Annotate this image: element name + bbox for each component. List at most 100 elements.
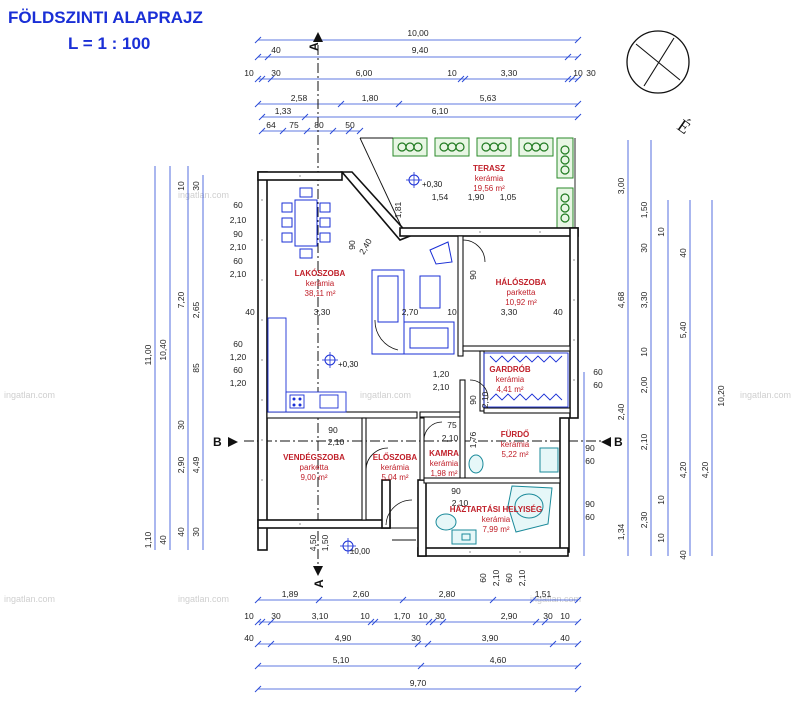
dim-label: 75 [447,420,457,430]
terrace-outline [359,137,576,230]
dining-table-icon [281,187,331,259]
dim-label: 40 [560,633,570,643]
dim-label: 10 [560,611,570,621]
elevation-marker [322,352,338,368]
dim-label: 10,40 [158,339,168,361]
dim-label: 30 [271,611,281,621]
room-labels: TERASZ kerámia 19,56 m² LAKÓSZOBA kerámi… [283,164,546,534]
dim-label: 6,10 [432,106,449,116]
dim-label: 1,50 [639,201,649,218]
dim-label: 1,51 [535,589,552,599]
cooktop-icon [292,397,302,407]
dim-label: 1,10 [143,531,153,548]
room-floor: kerámia [482,515,511,524]
dim-label: 2,10 [639,433,649,450]
room-floor: parketta [507,288,536,297]
terrace-planters [392,137,574,229]
dim-label: 80 [314,120,324,130]
dim-label: 6,00 [356,68,373,78]
room-name: LAKÓSZOBA [295,269,346,278]
dim-label: 40 [271,45,281,55]
dim-label: 10,00 [407,28,429,38]
dim-label: 60 [585,512,595,522]
dim-label: 60 [504,573,514,583]
room-area: 19,56 m² [473,184,505,193]
dim-label: 1,81 [393,201,403,218]
dim-label: 1,33 [275,106,292,116]
dim-label: 1,34 [616,523,626,540]
dim-label: 64 [266,120,276,130]
room-area: 5,04 m² [381,473,408,482]
dim-label: 1,20 [230,378,247,388]
dim-label: 4,90 [335,633,352,643]
drawing-scale: L = 1 : 100 [68,34,150,53]
watermark: ingatlan.com [360,390,411,400]
dim-label: 2,10 [328,437,345,447]
dim-label: 7,20 [176,291,186,308]
room-area: 1,98 m² [430,469,457,478]
watermark: ingatlan.com [740,390,791,400]
dim-label: 60 [585,456,595,466]
dim-label: 4,60 [490,655,507,665]
dim-label: 10 [244,68,254,78]
elevation-marker [406,172,422,188]
dim-label: 3,90 [482,633,499,643]
dim-label: 4,20 [678,461,688,478]
room-floor: kerámia [496,375,525,384]
dim-label: 40 [244,633,254,643]
dim-label: 11,00 [143,344,153,365]
dim-label: 30 [176,420,186,430]
dim-label: 10 [656,495,666,505]
dim-label: 2,30 [639,511,649,528]
dim-label: 2,10 [442,433,459,443]
dim-label: 1,54 [432,192,449,202]
dim-label: 90 [585,443,595,453]
dim-label: 2,10 [491,569,501,586]
dim-label: 90 [233,229,243,239]
room-name: TERASZ [473,164,505,173]
dim-label: 90 [468,395,478,405]
dim-label: 2,90 [501,611,518,621]
dim-label: 1,76 [468,431,478,448]
north-mark: É [674,114,695,138]
dim-label: 90 [468,270,478,280]
wall-hatch [261,175,575,553]
dim-label: 90 [328,425,338,435]
elevation-marker [340,538,356,554]
dim-label: 2,00 [639,376,649,393]
dim-label: 40 [553,307,563,317]
dim-label: 2,10 [230,215,247,225]
dim-label: 10 [656,227,666,237]
dim-label: 4,20 [700,461,710,478]
dim-label: 60 [233,256,243,266]
room-floor: kerámia [501,440,530,449]
dim-label: 1,20 [230,352,247,362]
watermark: ingatlan.com [4,390,55,400]
room-name: FÜRDŐ [501,430,529,439]
dim-label: 1,80 [362,93,379,103]
dim-label: 2,65 [191,301,201,318]
dimension-texts-right-openings: 60 60 90 60 90 60 [585,367,603,522]
room-area: 4,41 m² [496,385,523,394]
door-swings [365,239,489,526]
dim-label: 60 [233,339,243,349]
dim-label: 10 [418,611,428,621]
dim-label: 60 [478,573,488,583]
room-floor: kerámia [475,174,504,183]
entrance-steps [390,527,418,541]
dim-label: 5,40 [678,321,688,338]
dim-label: 40 [176,527,186,537]
room-name: ELŐSZOBA [373,453,418,462]
dim-label: 2,40 [357,237,374,257]
dim-label: 40 [678,550,688,560]
dim-label: 5,10 [333,655,350,665]
dimension-texts-top: 10,00 40 9,40 10 30 6,00 10 3,30 10 30 2… [244,28,596,130]
elevation-living: +0,30 [338,360,359,369]
dim-label: 50 [345,120,355,130]
dimension-texts-right: 10,20 4,68 5,40 4,20 3,00 1,50 30 10 40 … [616,177,726,559]
room-floor: parketta [300,463,329,472]
dim-label: 9,40 [412,45,429,55]
dim-label: 9,70 [410,678,427,688]
dim-label: 2,10 [517,569,527,586]
elevation-terrace: +0,30 [422,180,443,189]
